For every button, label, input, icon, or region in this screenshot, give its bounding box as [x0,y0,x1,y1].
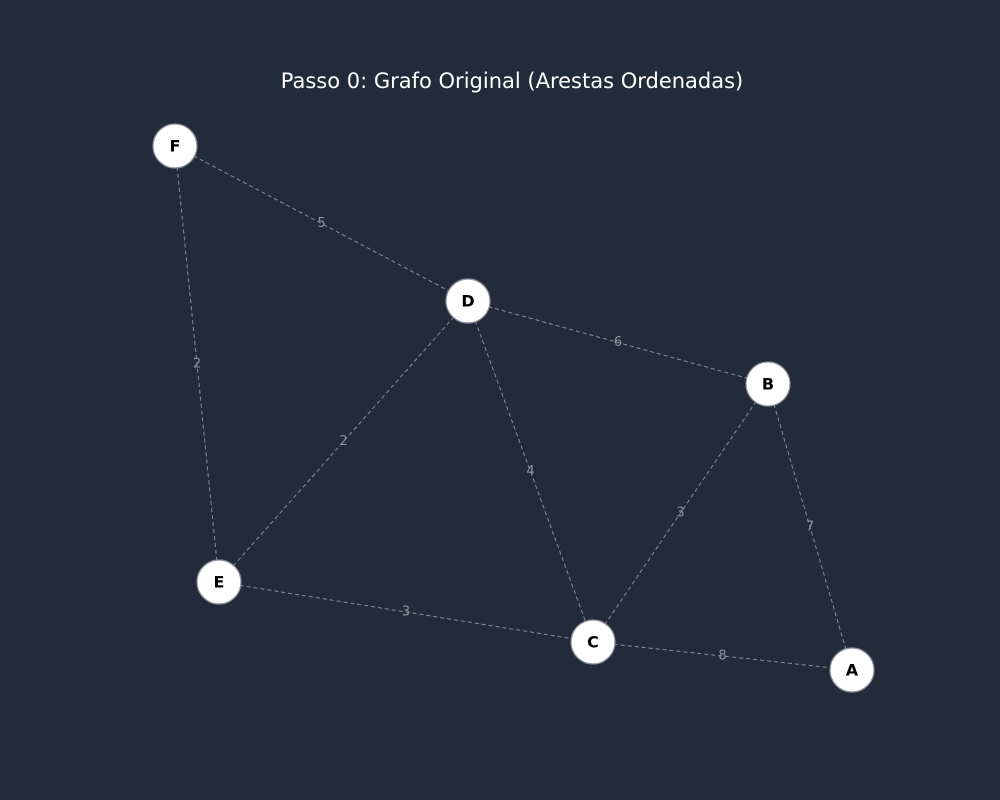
edge-weight-f-e: 2 [193,357,201,372]
node-circle-c[interactable] [570,619,616,665]
edges-layer: 2 2 3 3 4 5 6 7 8 [174,145,853,671]
edge-b-a [767,383,853,671]
node-circle-f[interactable] [152,123,198,169]
edge-f-d [174,145,469,302]
node-circle-b[interactable] [745,361,791,407]
edge-weight-d-c: 4 [526,464,534,479]
edge-c-a [592,641,853,671]
node-circle-e[interactable] [196,559,242,605]
node-e[interactable]: E [196,559,242,605]
node-c[interactable]: C [570,619,616,665]
edge-d-c [467,300,594,643]
node-a[interactable]: A [829,647,875,693]
edge-f-e [174,145,220,583]
node-d[interactable]: D [445,278,491,324]
edge-weight-e-c: 3 [402,605,410,620]
nodes-layer: F D B E C A [152,123,875,693]
node-b[interactable]: B [745,361,791,407]
node-f[interactable]: F [152,123,198,169]
edge-weight-f-d: 5 [317,216,325,231]
node-circle-d[interactable] [445,278,491,324]
edge-e-c [218,581,594,643]
diagram-title: Passo 0: Grafo Original (Arestas Ordenad… [281,69,744,93]
edge-weight-d-e: 2 [339,434,347,449]
node-circle-a[interactable] [829,647,875,693]
edge-weight-b-a: 7 [806,520,814,535]
edge-b-c [592,383,769,643]
edge-weight-c-a: 8 [718,649,726,664]
edge-weight-d-b: 6 [614,335,622,350]
edge-d-b [467,300,769,385]
edge-weight-b-c: 3 [676,506,684,521]
